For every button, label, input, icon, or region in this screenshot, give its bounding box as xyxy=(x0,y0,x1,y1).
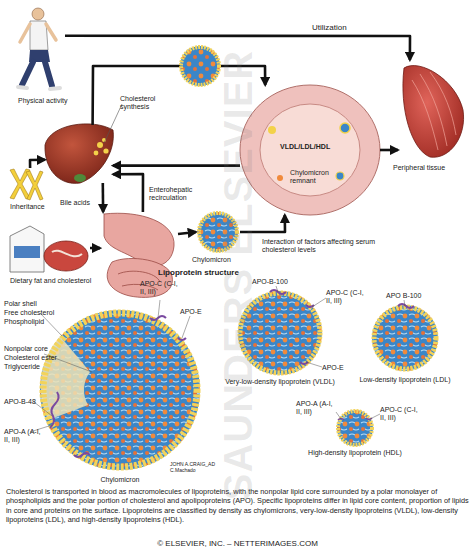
ldl-structure xyxy=(372,304,438,371)
arrow-label: Utilization xyxy=(312,23,372,32)
part-label: APO-B-48 xyxy=(4,398,54,406)
node-label: Chylomicron xyxy=(192,256,252,264)
part-label: APO-A (A-I, II, III) xyxy=(4,428,44,444)
artist-signature: JOHN A.CRAIG_AD xyxy=(170,462,240,468)
lipoprotein-sphere: Chylomicron xyxy=(40,310,200,470)
figure-caption: Cholesterol is transported in blood as m… xyxy=(6,487,469,525)
hdl-structure xyxy=(337,410,373,446)
flow-arrow xyxy=(93,66,266,125)
part-label: APO-A (A-I, II, III) xyxy=(296,400,336,416)
chromosome-figure: Inheritance xyxy=(8,168,42,200)
activity-figure: Physical activity xyxy=(10,5,65,93)
part-label: APO-E xyxy=(180,308,210,316)
section-heading: Lipoprotein structure xyxy=(158,268,278,277)
muscle xyxy=(403,66,464,158)
flow-arrow xyxy=(90,247,100,250)
chylomicron-particle xyxy=(198,212,238,252)
flow-arrow xyxy=(113,164,240,167)
lipoprotein-sphere: Very-low-density lipoprotein (VLDL) xyxy=(238,291,322,375)
liver xyxy=(45,124,113,183)
flow-arrow xyxy=(380,149,398,152)
node-label: Cholesterol synthesis xyxy=(120,95,170,111)
part-label: APO-C (C-I, II, III) xyxy=(140,280,184,296)
node-label: Low-density lipoprotein (LDL) xyxy=(340,376,470,384)
node-label: VLDL/LDL/HDL xyxy=(280,143,350,151)
node-label: Chylomicron xyxy=(80,476,160,484)
node-label: Very-low-density lipoprotein (VLDL) xyxy=(200,378,360,386)
part-label: APO-B-100 xyxy=(252,278,302,286)
part-label: APO B-100 xyxy=(386,292,436,300)
node-label: Chylomicron remnant xyxy=(290,169,340,185)
artery-section: VLDL/LDL/HDL Chylomicron remnant xyxy=(240,85,380,215)
food-figure: Dietary fat and cholesterol xyxy=(5,222,90,274)
vldl-structure xyxy=(238,290,322,375)
lipoprotein-sphere: Low-density lipoprotein (LDL) xyxy=(372,305,438,371)
flow-arrow xyxy=(113,174,143,212)
chromosomes xyxy=(10,169,43,200)
flow-arrow xyxy=(65,36,410,60)
chylomicron-structure xyxy=(40,310,200,470)
artist-signature: C.Machado xyxy=(170,468,240,474)
flow-arrow xyxy=(240,215,285,232)
node-label: Physical activity xyxy=(18,97,98,105)
part-label: Polar shell xyxy=(4,300,64,308)
flow-arrow xyxy=(102,183,105,212)
liver-organ: Cholesterol synthesis xyxy=(45,125,113,183)
leader-line xyxy=(104,104,122,143)
arrow-label: Enterohepatic recirculation xyxy=(149,186,207,202)
vldl-particle xyxy=(180,46,220,86)
watermark: SAUNDERS ELSEVIER xyxy=(215,15,261,535)
part-label: APO-C (C-I, II, III) xyxy=(326,289,370,305)
muscle-tissue: Peripheral tissue xyxy=(398,60,468,160)
lipoprotein-sphere: High-density lipoprotein (HDL) xyxy=(337,410,373,446)
part-label: APO-E xyxy=(322,364,352,372)
part-label: APO-C (C-I, II, III) xyxy=(380,406,424,422)
annotation-note: Interaction of factors affecting serum c… xyxy=(262,238,397,254)
part-label: Free cholesterol xyxy=(4,309,64,317)
node-label: High-density lipoprotein (HDL) xyxy=(285,449,425,457)
artery-section xyxy=(240,85,380,215)
part-label: Triglyceride xyxy=(4,363,64,371)
lipoprotein-particle: Chylomicron xyxy=(196,210,240,254)
flow-arrow xyxy=(30,160,45,168)
part-label: Phospholipid xyxy=(4,318,64,326)
part-label: Cholesterol ester xyxy=(4,354,64,362)
flow-arrow xyxy=(178,232,196,234)
copyright-note: © ELSEVIER, INC. – NETTERIMAGES.COM xyxy=(0,539,475,548)
part-label: Nonpolar core xyxy=(4,345,64,353)
node-label: Dietary fat and cholesterol xyxy=(10,277,110,285)
node-label: Bile acids xyxy=(60,199,100,207)
food xyxy=(10,226,88,272)
walker-figure xyxy=(18,8,60,89)
node-label: Peripheral tissue xyxy=(393,164,473,172)
leader-lines xyxy=(30,286,405,432)
